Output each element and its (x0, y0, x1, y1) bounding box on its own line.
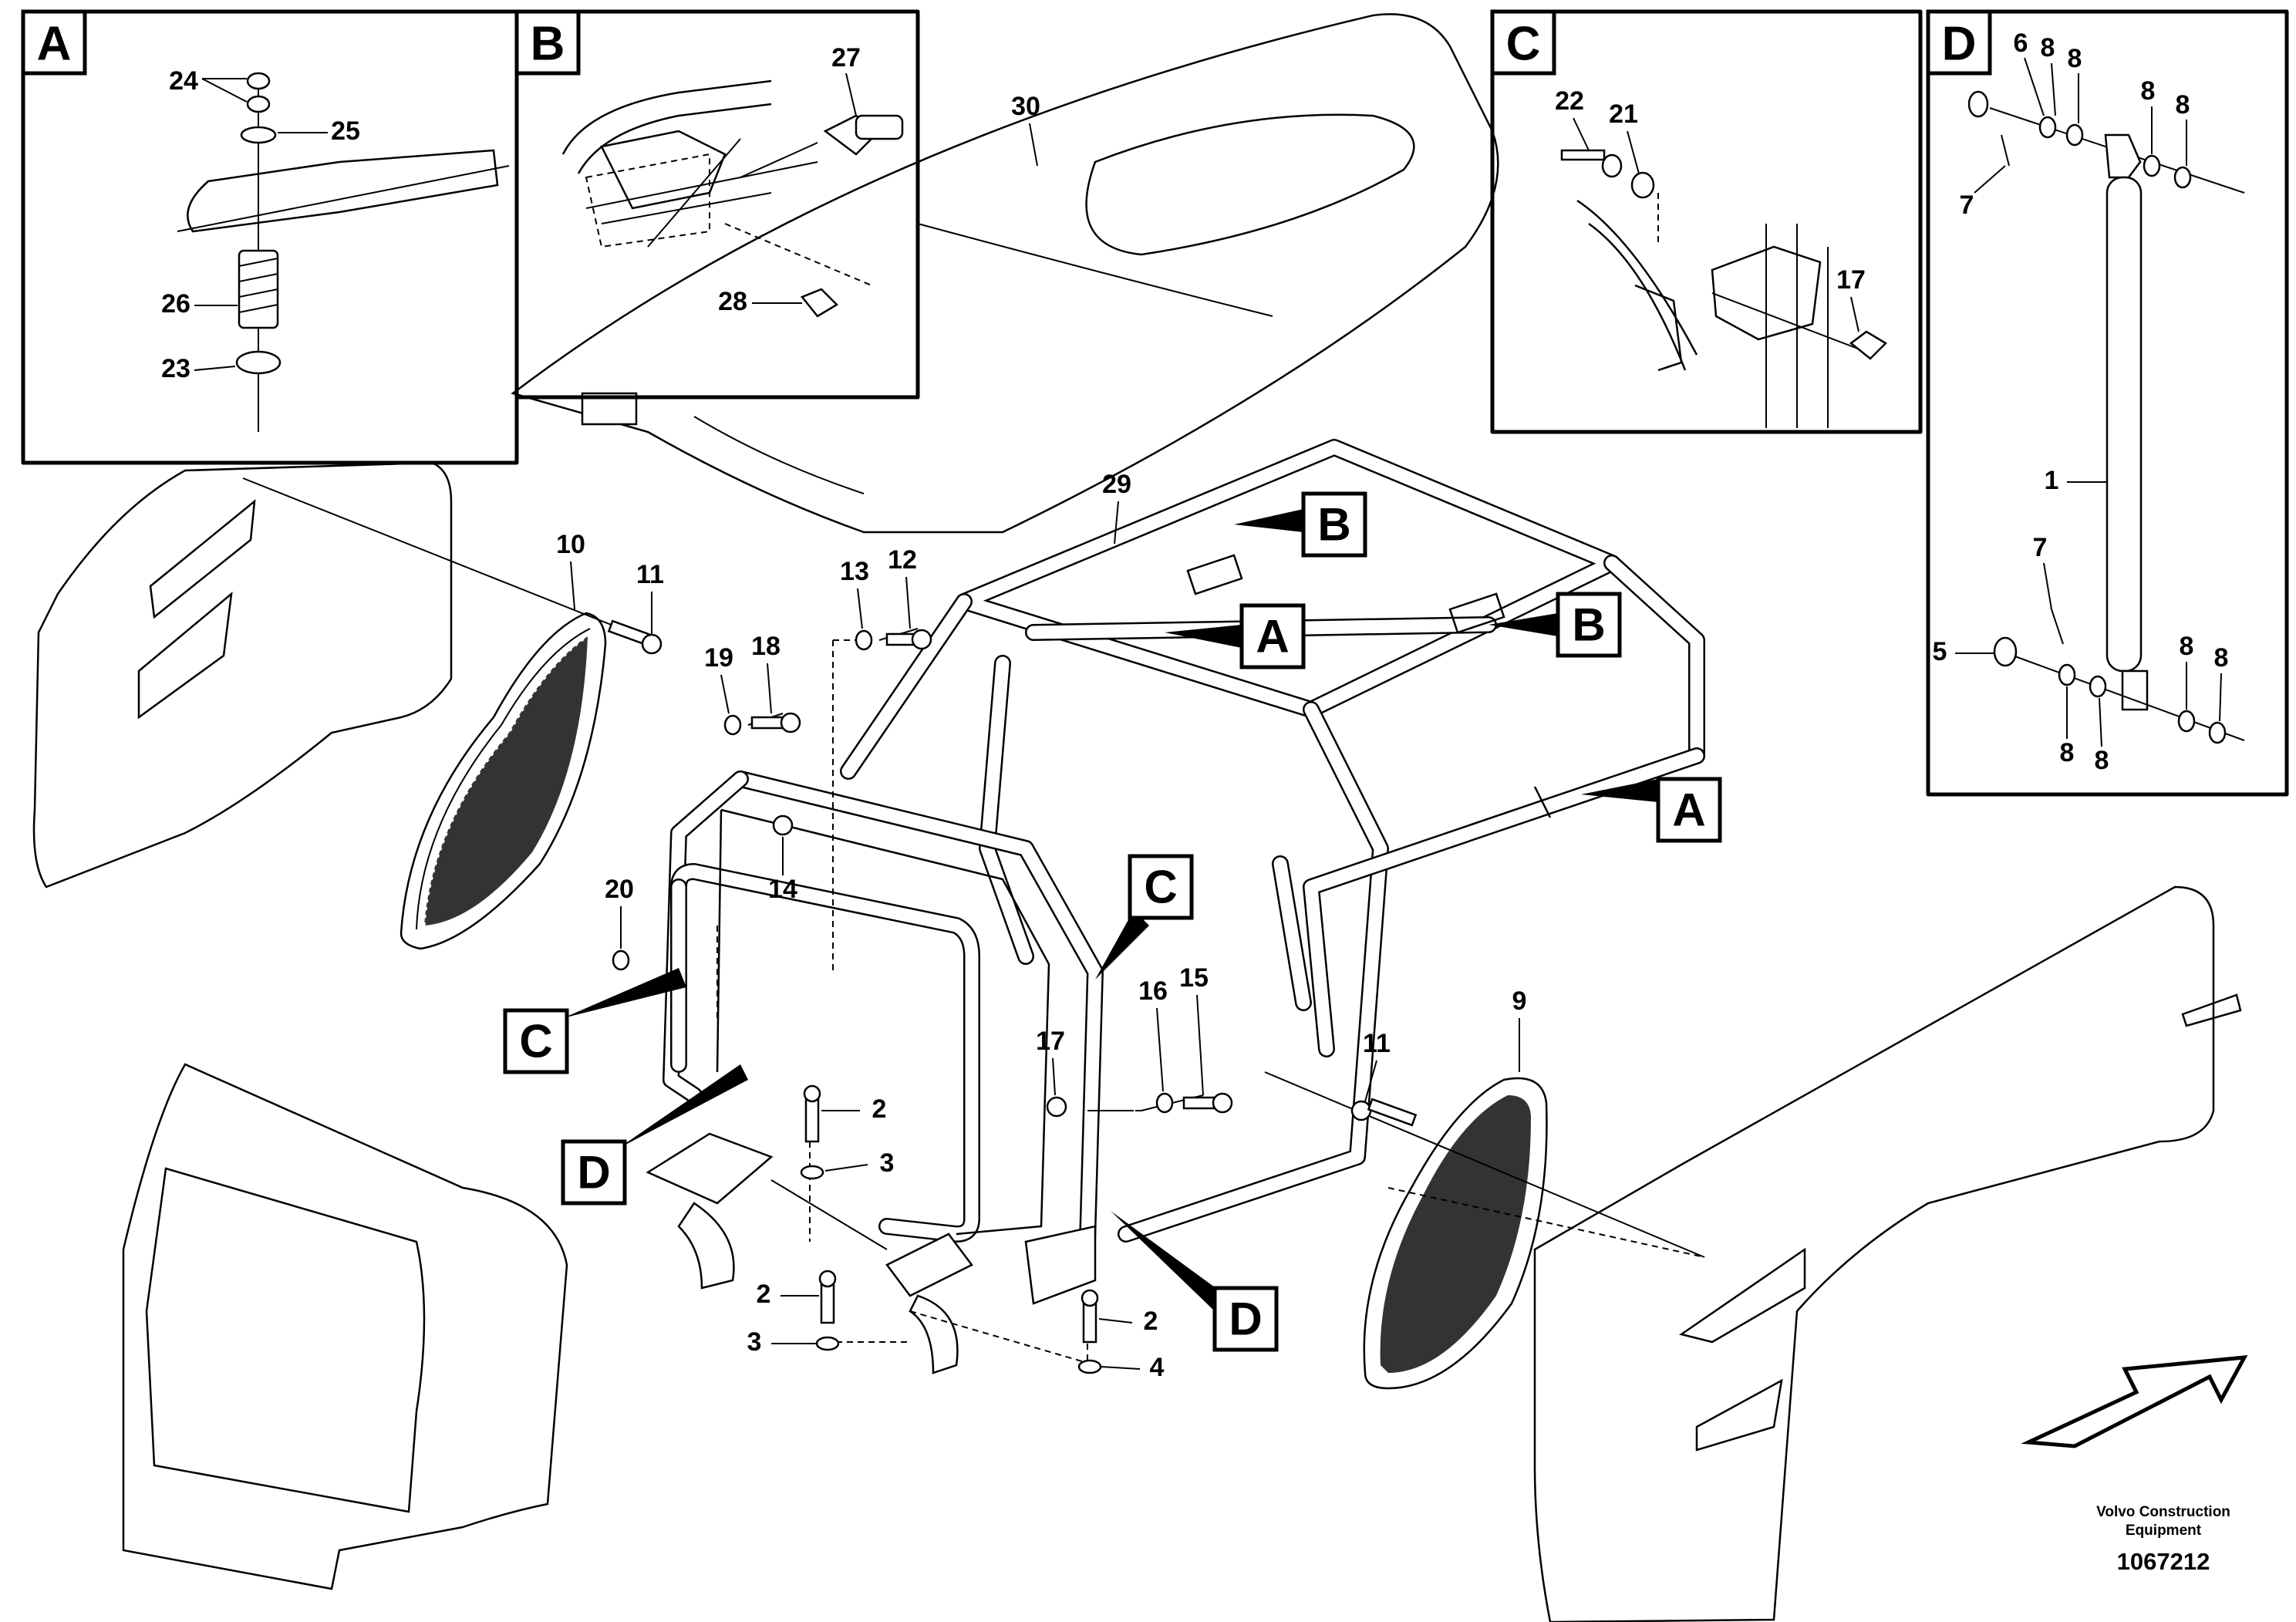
label-11-left: 11 (636, 560, 664, 589)
label-8-g: 8 (2180, 632, 2194, 661)
callout-A-2: A (1672, 784, 1705, 836)
label-24: 24 (169, 66, 198, 96)
label-18: 18 (751, 632, 781, 661)
label-8-f: 8 (2095, 746, 2109, 775)
label-17-main: 17 (1036, 1027, 1065, 1056)
label-15: 15 (1179, 963, 1209, 993)
inset-labels: 24 25 26 23 27 28 22 21 17 6 8 8 8 8 7 1… (161, 29, 2228, 775)
label-7-b: 7 (2033, 533, 2048, 562)
label-10: 10 (556, 530, 585, 559)
label-3-a: 3 (880, 1148, 895, 1178)
drawing-number: 1067212 (2117, 1548, 2210, 1575)
callout-D-1: D (577, 1147, 610, 1199)
callout-markers: B A B A C C D D (503, 491, 1722, 1352)
left-grille-mesh (423, 635, 588, 926)
inset-C-letter: C (1506, 18, 1541, 71)
label-7-a: 7 (1960, 191, 1974, 220)
label-23: 23 (161, 354, 190, 383)
label-22: 22 (1555, 86, 1584, 116)
label-9: 9 (1512, 986, 1527, 1016)
label-27: 27 (831, 43, 861, 73)
label-28: 28 (718, 287, 747, 316)
left-side-panel (32, 461, 607, 950)
company-line2: Equipment (2126, 1523, 2202, 1539)
callout-B-2: B (1572, 599, 1605, 651)
label-25: 25 (331, 116, 360, 146)
label-6: 6 (2014, 29, 2028, 58)
inset-A-letter: A (37, 18, 72, 71)
label-8-a: 8 (2041, 33, 2055, 62)
callout-A-1: A (1256, 611, 1289, 663)
label-8-b: 8 (2068, 44, 2082, 73)
callout-C-1: C (1144, 862, 1177, 913)
direction-arrow-icon (2021, 1355, 2248, 1448)
callout-B-1: B (1317, 499, 1350, 551)
label-26: 26 (161, 289, 190, 319)
label-2-b: 2 (757, 1280, 771, 1309)
inset-D-letter: D (1942, 18, 1977, 71)
company-line1: Volvo Construction (2096, 1504, 2230, 1520)
inset-D: D (1926, 9, 2289, 797)
main-labels: 30 29 10 11 13 12 19 18 20 14 16 15 17 2… (556, 92, 1526, 1382)
label-11-right: 11 (1363, 1029, 1391, 1058)
label-19: 19 (704, 643, 733, 673)
callout-D-2: D (1229, 1293, 1262, 1345)
label-14: 14 (768, 875, 797, 904)
label-13: 13 (840, 557, 869, 586)
label-20: 20 (605, 875, 634, 904)
right-fender-panel (1533, 885, 2242, 1622)
cab-frame (646, 439, 1705, 1374)
inset-C: C (1490, 9, 1923, 434)
label-1: 1 (2045, 466, 2059, 495)
label-29: 29 (1102, 470, 1131, 499)
leader-lines (242, 477, 1705, 1366)
label-12: 12 (888, 545, 917, 575)
label-8-h: 8 (2214, 643, 2229, 673)
main-fasteners (607, 619, 1418, 1374)
label-8-d: 8 (2176, 90, 2190, 120)
label-2-c: 2 (1144, 1307, 1158, 1336)
label-5: 5 (1933, 637, 1947, 666)
inset-B: B (514, 9, 920, 400)
inset-B-letter: B (531, 18, 565, 71)
label-2-a: 2 (872, 1094, 887, 1124)
label-8-e: 8 (2060, 738, 2075, 767)
right-grille (1363, 1077, 1548, 1390)
label-4: 4 (1150, 1353, 1165, 1382)
label-30: 30 (1011, 92, 1040, 121)
label-16: 16 (1138, 976, 1168, 1006)
label-3-b: 3 (747, 1327, 762, 1357)
footer: Volvo Construction Equipment 1067212 (2096, 1504, 2230, 1575)
label-21: 21 (1609, 99, 1638, 129)
callout-C-2: C (519, 1016, 552, 1067)
label-17-c: 17 (1836, 265, 1866, 295)
label-8-c: 8 (2141, 76, 2156, 106)
front-lower-panel (122, 1063, 568, 1590)
inset-A: A (21, 9, 519, 465)
